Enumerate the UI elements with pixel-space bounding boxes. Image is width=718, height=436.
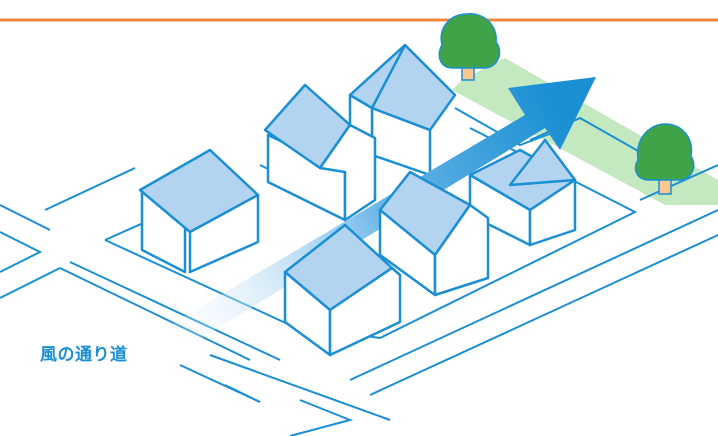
wind-path-label: 風の通り道 [40,340,128,365]
house-icon [140,150,258,272]
